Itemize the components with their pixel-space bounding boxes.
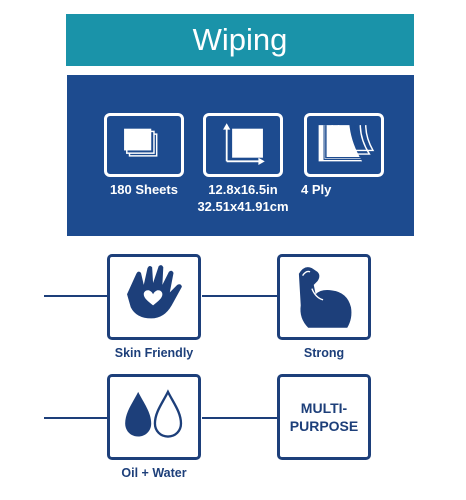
- oil-water-label: Oil + Water: [121, 466, 187, 480]
- ply-label: 4 Ply: [301, 182, 332, 197]
- dimensions-icon: [203, 113, 283, 177]
- stacked-sheets-icon: [104, 113, 184, 177]
- dimensions-label: 12.8x16.5in 32.51x41.91cm: [183, 181, 303, 215]
- connector-line: [44, 295, 107, 297]
- hand-heart-icon: [107, 254, 201, 340]
- multi-purpose-line-1: MULTI-: [300, 400, 348, 416]
- sheet-count-label: 180 Sheets: [110, 182, 178, 197]
- layered-ply-icon: [304, 113, 384, 177]
- multi-purpose-text-badge: MULTI- PURPOSE: [277, 374, 371, 460]
- specs-panel: 180 Sheets 12.8x16.5in 32.51x41.91cm 4 P…: [67, 75, 414, 236]
- multi-purpose-text: MULTI- PURPOSE: [280, 399, 368, 435]
- connector-line: [44, 417, 107, 419]
- header-bar: Wiping: [66, 14, 414, 66]
- flexed-arm-icon: [277, 254, 371, 340]
- dimensions-centimeters: 32.51x41.91cm: [197, 199, 289, 214]
- connector-line: [202, 417, 277, 419]
- multi-purpose-line-2: PURPOSE: [289, 418, 359, 434]
- connector-line: [202, 295, 277, 297]
- skin-friendly-label: Skin Friendly: [114, 346, 194, 360]
- droplets-icon: [107, 374, 201, 460]
- page-title: Wiping: [192, 22, 288, 57]
- dimensions-inches: 12.8x16.5in: [208, 182, 278, 197]
- strong-label: Strong: [303, 346, 345, 360]
